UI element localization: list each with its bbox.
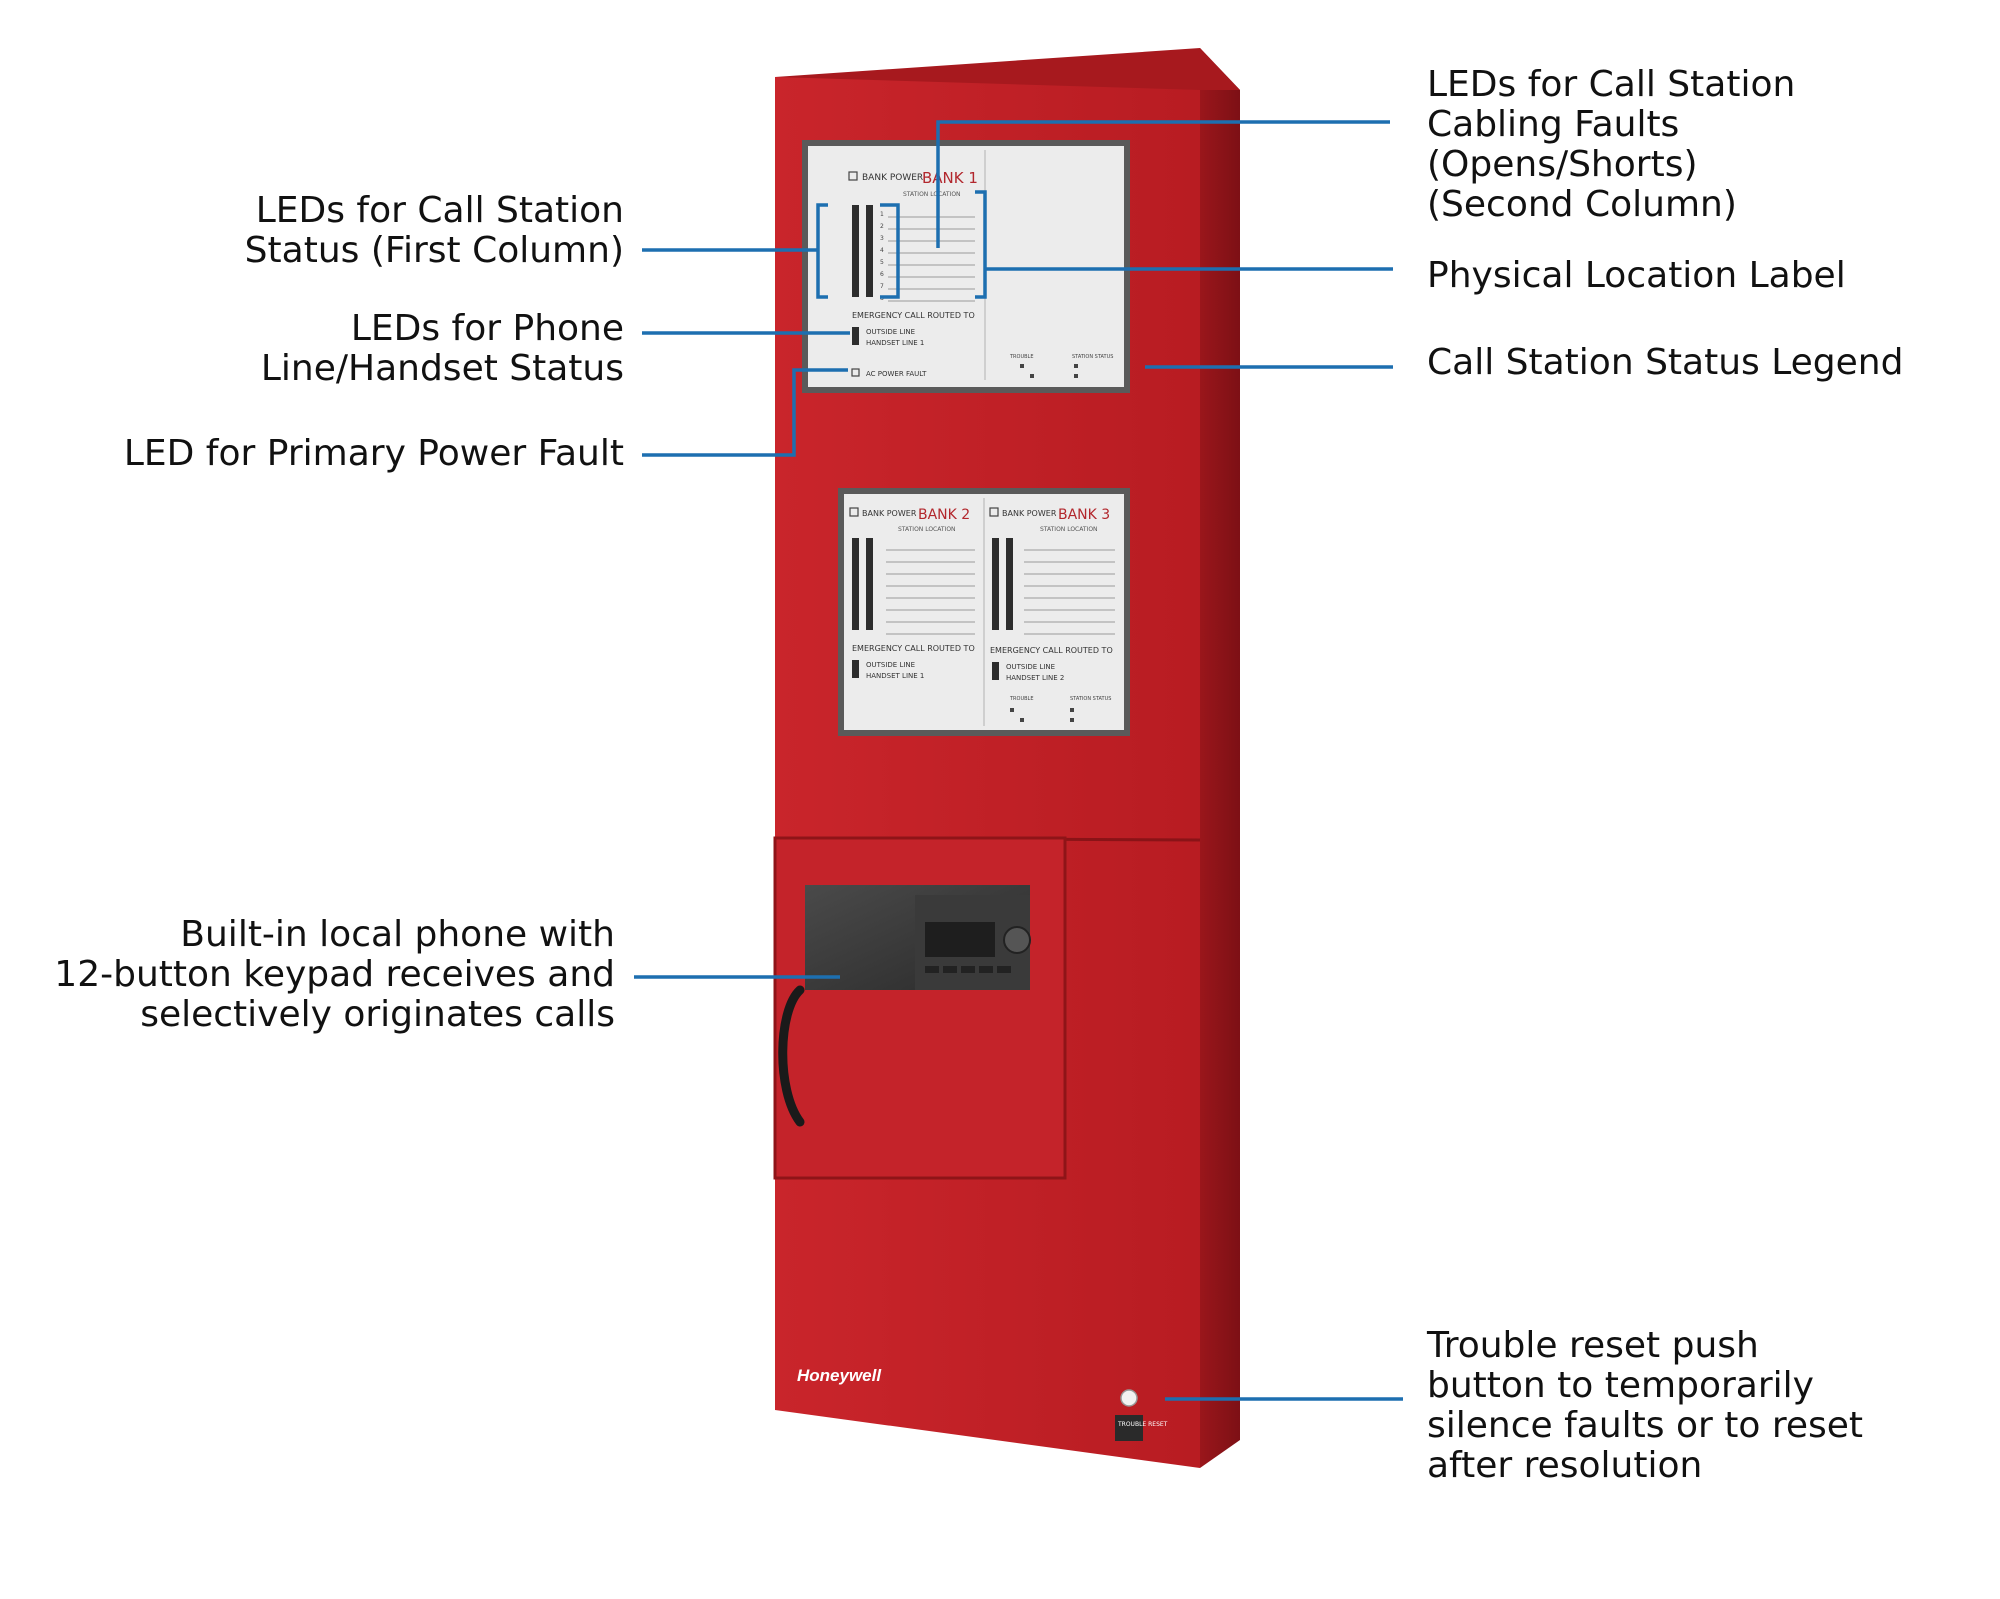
callout-primary-power-fault: LED for Primary Power Fault [123,433,624,474]
cabinet-side [1200,48,1240,1468]
trouble-reset-button[interactable] [1120,1389,1138,1407]
emergency-routed-label: EMERGENCY CALL ROUTED TO [852,311,975,320]
svg-text:STATION LOCATION: STATION LOCATION [1040,526,1098,533]
cabinet-top [775,48,1240,90]
honeywell-logo: Honeywell [797,1366,882,1385]
handset-line-label-2: HANDSET LINE 1 [866,672,924,680]
handset-line-label-3: HANDSET LINE 2 [1006,674,1064,682]
led-column-1 [852,205,873,297]
leader-cabling-faults [936,120,1390,248]
svg-text:TROUBLE: TROUBLE [1009,354,1034,360]
svg-text:STATION STATUS: STATION STATUS [1070,696,1111,702]
outside-line-label: OUTSIDE LINE [866,328,915,336]
callout-status-first-column: LEDs for Call Station Status (First Colu… [244,190,624,271]
phone-nav-pad [1003,926,1031,954]
bank-1-title: BANK 1 [922,169,978,187]
panel-card [808,146,1124,387]
reset-label-plate [1115,1415,1143,1441]
svg-text:4: 4 [880,247,884,254]
svg-text:5: 5 [880,259,884,266]
bank-3-title: BANK 3 [1058,507,1110,523]
bank-2-title: BANK 2 [918,507,970,523]
window-bank-1: BANK POWER BANK 1 STATION LOCATION 1 2 3… [802,140,1130,393]
phone-display [925,922,995,957]
callout-trouble-reset: Trouble reset push button to temporarily… [1427,1325,1864,1486]
window-bank-2-3: BANK POWER BANK 2 STATION LOCATION EMERG… [838,488,1130,736]
svg-text:EMERGENCY CALL ROUTED TO: EMERGENCY CALL ROUTED TO [990,646,1113,655]
bank-power-label-3: BANK POWER [1002,509,1057,518]
door-handle [778,985,805,1127]
svg-text:EMERGENCY CALL ROUTED TO: EMERGENCY CALL ROUTED TO [852,644,975,653]
handset-line-label: HANDSET LINE 1 [866,339,924,347]
reset-plate-text: TROUBLE RESET [1117,1421,1168,1428]
status-legend-2: TROUBLE STATION STATUS [1009,696,1111,722]
svg-text:STATION STATUS: STATION STATUS [1072,354,1113,360]
callout-physical-location: Physical Location Label [1427,255,1846,296]
svg-text:2: 2 [880,223,884,230]
bracket-location [975,190,987,299]
callout-phone-line-status: LEDs for Phone Line/Handset Status [260,308,624,389]
callout-cabling-faults: LEDs for Call Station Cabling Faults (Op… [1427,64,1796,225]
status-legend: TROUBLE STATION STATUS [1009,354,1113,378]
leader-primary-power-fault [642,368,848,457]
cabinet: BANK POWER BANK 1 STATION LOCATION 1 2 3… [773,48,1240,1468]
svg-text:1: 1 [880,211,884,218]
callout-status-legend: Call Station Status Legend [1427,342,1904,383]
bracket-second-column [880,203,900,299]
svg-text:3: 3 [880,235,884,242]
svg-text:6: 6 [880,271,884,278]
svg-text:TROUBLE: TROUBLE [1009,696,1034,702]
bracket-first-column [816,203,828,299]
svg-text:STATION LOCATION: STATION LOCATION [898,526,956,533]
phone-keypad [925,966,1011,973]
svg-text:OUTSIDE LINE: OUTSIDE LINE [1006,663,1055,671]
callout-built-in-phone: Built-in local phone with 12-button keyp… [54,914,615,1035]
station-location-header: STATION LOCATION [903,191,961,198]
bank-power-led [848,171,858,181]
ac-power-fault-label: AC POWER FAULT [866,370,927,378]
leader-lines [634,120,1403,1401]
line-leds [852,327,859,345]
svg-text:7: 7 [880,283,884,290]
location-write-lines [888,216,975,302]
phone-door [773,836,1067,1180]
svg-text:OUTSIDE LINE: OUTSIDE LINE [866,661,915,669]
bank-power-label: BANK POWER [862,173,923,183]
ac-power-led [851,368,860,377]
bank-power-label-2: BANK POWER [862,509,917,518]
